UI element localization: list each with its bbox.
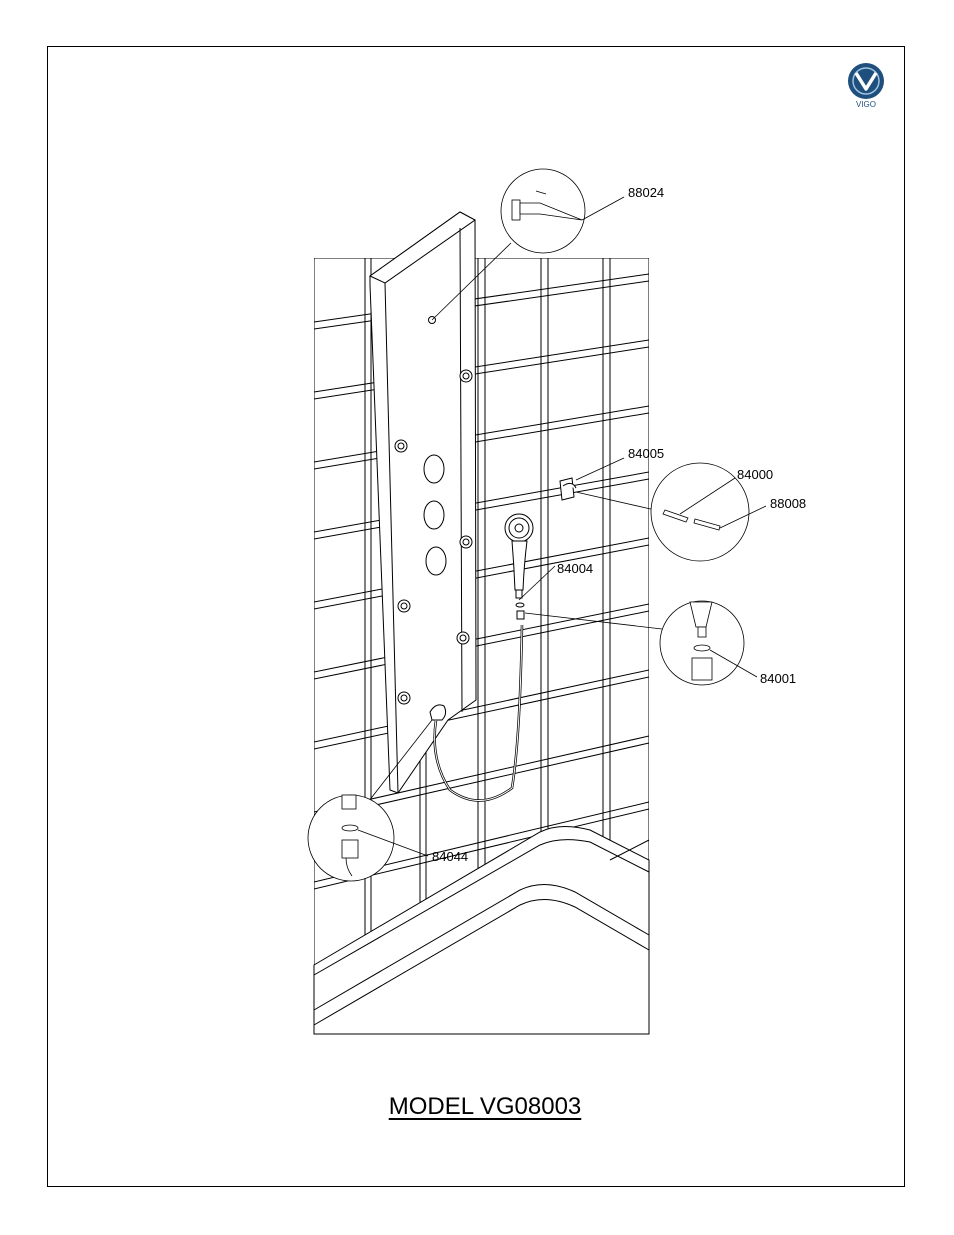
model-title: MODEL VG08003: [388, 1093, 582, 1120]
part-label-84004: 84004: [557, 561, 593, 576]
detail-bubble-bracket: [575, 457, 767, 562]
part-label-84005: 84005: [628, 446, 664, 461]
logo-v-icon: [854, 72, 878, 91]
part-label-88024: 88024: [628, 185, 664, 200]
vigo-logo: VIGO: [848, 63, 884, 109]
body-jets: [394, 369, 473, 705]
control-knobs: [423, 454, 447, 576]
detail-bubble-spout: [431, 168, 625, 321]
detail-bubble-hose-outlet: [307, 719, 433, 882]
hand-shower: [504, 513, 534, 620]
detail-bubble-connector: [518, 565, 758, 686]
page-border: [47, 46, 905, 1187]
part-label-84044: 84044: [432, 849, 468, 864]
shower-panel: [369, 211, 477, 794]
logo-text: VIGO: [856, 100, 876, 109]
part-label-88008: 88008: [770, 496, 806, 511]
wall-bracket: [559, 477, 577, 501]
hose-outlet-icon: [429, 704, 447, 721]
part-label-84001: 84001: [760, 671, 796, 686]
bathtub: [313, 826, 650, 1035]
part-label-84000: 84000: [737, 467, 773, 482]
part-labels: 88024 84005 84000 88008 84004 84001 8404…: [432, 185, 806, 864]
